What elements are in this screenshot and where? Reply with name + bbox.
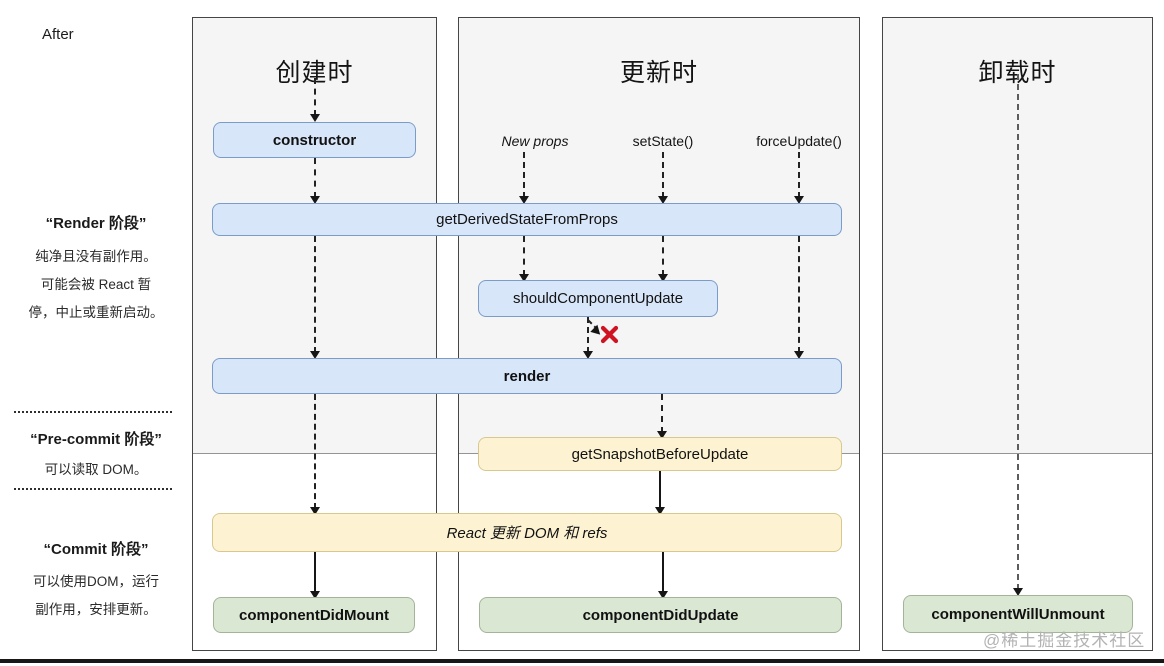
arrow-render-to-reactupdates-mount <box>310 394 320 515</box>
arrowhead <box>583 351 593 359</box>
arrow-getderived-to-render-mount <box>310 236 320 359</box>
box-shouldcomponentupdate: shouldComponentUpdate <box>478 280 718 317</box>
box-render: render <box>212 358 842 394</box>
arrowhead <box>794 196 804 204</box>
arrow-getderived-to-shouldupdate-left <box>519 236 529 282</box>
panel-title-updating: 更新时 <box>619 59 698 87</box>
box-getsnapshotbeforeupdate: getSnapshotBeforeUpdate <box>478 437 842 471</box>
box-componentdidupdate: componentDidUpdate <box>479 597 842 633</box>
arrowhead <box>310 351 320 359</box>
precommit-phase-title: “Pre-commit 阶段” <box>30 431 162 448</box>
arrow-setstate-to-getderived <box>658 152 668 204</box>
arrowhead <box>658 196 668 204</box>
arrowhead <box>310 591 320 599</box>
commit-phase-title: “Commit 阶段” <box>43 541 149 558</box>
arrow-shouldupdate-to-render <box>583 317 593 359</box>
arrow-forceupdate-bypass-to-render <box>794 236 804 359</box>
arrowhead <box>519 196 529 204</box>
box-constructor: constructor <box>213 122 416 158</box>
dotted-separator <box>14 488 172 490</box>
arrowhead <box>1013 588 1023 596</box>
arrowhead <box>310 114 320 122</box>
arrow-getderived-to-shouldupdate-right <box>658 236 668 282</box>
render-phase-line: 停，中止或重新启动。 <box>28 305 164 320</box>
arrow-forceupdate-to-getderived <box>794 152 804 204</box>
arrowhead <box>658 591 668 599</box>
arrow-reactupdates-to-didmount <box>310 552 320 599</box>
box-componentdidmount: componentDidMount <box>213 597 415 633</box>
abort-x-icon <box>600 325 619 344</box>
arrowhead <box>658 274 668 282</box>
commit-phase-line: 可以使用DOM，运行 <box>33 574 159 589</box>
arrowhead <box>519 274 529 282</box>
commit-phase-note: “Commit 阶段” 可以使用DOM，运行 副作用，安排更新。 <box>10 538 182 624</box>
watermark: @稀土掘金技术社区 <box>983 631 1146 650</box>
commit-phase-line: 副作用，安排更新。 <box>35 602 157 617</box>
arrow-unmount-to-willunmount <box>1013 74 1023 596</box>
after-label: After <box>42 26 74 43</box>
arrowhead <box>657 431 667 439</box>
dotted-separator <box>14 411 172 413</box>
arrowhead <box>655 507 665 515</box>
arrow-render-to-getsnapshot <box>657 394 667 439</box>
render-phase-note: “Render 阶段” 纯净且没有副作用。 可能会被 React 暂 停，中止或… <box>10 212 182 327</box>
box-getderivedstatefromprops: getDerivedStateFromProps <box>212 203 842 236</box>
bottom-bar <box>0 659 1164 663</box>
render-phase-title: “Render 阶段” <box>45 215 147 232</box>
arrowhead <box>310 507 320 515</box>
render-phase-line: 可能会被 React 暂 <box>40 277 152 292</box>
box-react-updates-dom: React 更新 DOM 和 refs <box>212 513 842 552</box>
trigger-new-props: New props <box>501 133 569 149</box>
arrow-getsnapshot-to-reactupdates <box>655 471 665 515</box>
arrow-newprops-to-getderived <box>519 152 529 204</box>
trigger-set-state: setState() <box>632 133 694 149</box>
box-componentwillunmount: componentWillUnmount <box>903 595 1133 633</box>
render-phase-line: 纯净且没有副作用。 <box>35 249 157 264</box>
panel-title-mounting: 创建时 <box>275 59 354 87</box>
trigger-force-update: forceUpdate() <box>756 133 842 149</box>
arrow-mount-to-constructor <box>310 78 320 122</box>
precommit-phase-line: 可以读取 DOM。 <box>44 462 148 477</box>
panel-title-unmounting: 卸载时 <box>978 59 1057 87</box>
arrowhead <box>310 196 320 204</box>
arrow-constructor-to-getderived <box>310 158 320 204</box>
precommit-phase-note: “Pre-commit 阶段” 可以读取 DOM。 <box>10 428 182 484</box>
arrow-reactupdates-to-didupdate <box>658 552 668 599</box>
arrowhead <box>794 351 804 359</box>
